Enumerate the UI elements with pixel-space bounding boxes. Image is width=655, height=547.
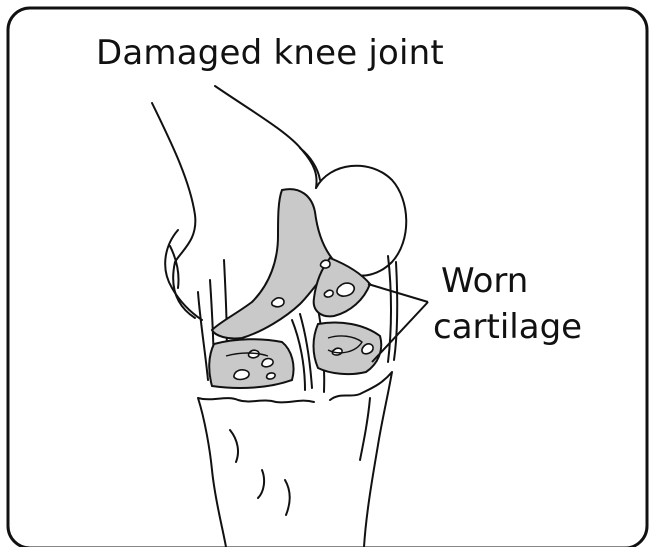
worn-spot-10 xyxy=(362,344,373,354)
worn-cartilage-callout: Worn cartilage xyxy=(433,258,582,350)
diagram-title: Damaged knee joint xyxy=(96,36,444,70)
worn-spot-2 xyxy=(321,260,331,268)
worn-spot-6 xyxy=(262,359,273,367)
worn-spot-8 xyxy=(267,373,276,379)
callout-label-line-2: cartilage xyxy=(433,304,582,350)
callout-label-line-1: Worn xyxy=(433,258,582,304)
worn-spot-4 xyxy=(324,290,333,297)
tibial-cartilage-medial xyxy=(209,339,293,388)
worn-spot-7 xyxy=(234,370,249,380)
